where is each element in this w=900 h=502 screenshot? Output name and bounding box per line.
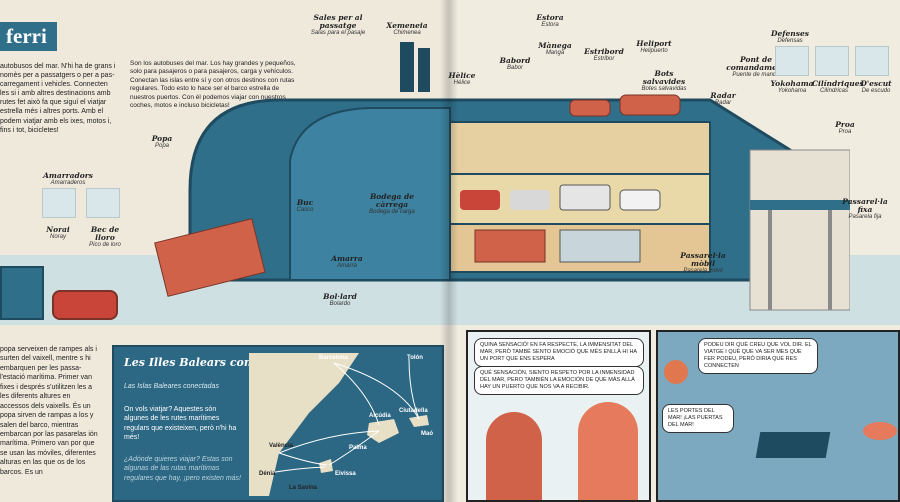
speech-bubble-3: Les portes del mar! ¡Las puertas del mar…: [662, 404, 734, 433]
city-barcelona: Barcelona: [319, 355, 349, 361]
city-ciutadella: Ciutadella: [399, 408, 428, 414]
comic-panel-1: Quina sensació! En fa respecte, la immen…: [466, 330, 651, 502]
norai-icon: [42, 188, 76, 218]
panel-question: On vols viatjar? Aquestes són algunes de…: [124, 406, 237, 442]
city-valencia: València: [269, 443, 294, 449]
comic-panel-2: Podeu dir què creu que vol dir. El Viatg…: [656, 330, 900, 502]
shield-fender-icon: [855, 46, 889, 76]
sea-creature-icon: [863, 422, 897, 440]
ramps-text: popa serveixen de rampes als i surten de…: [0, 346, 98, 476]
speech-bubble-1: Quina sensació! En fa respecte, la immen…: [474, 338, 644, 367]
balears-map: Barcelona Tolón Alcúdia Ciutadella Maó V…: [249, 353, 437, 496]
girl-dark-hair-figure: [486, 412, 542, 500]
city-palma: Palma: [349, 445, 367, 451]
city-eivissa: Eivissa: [335, 471, 356, 477]
balears-panel: Les Illes Balears connectades Las Islas …: [112, 345, 444, 502]
intro-text: autobusos del mar. N'hi ha de grans i no…: [0, 63, 116, 134]
sun-icon: [664, 360, 688, 384]
ferry-at-sea-icon: [755, 432, 831, 458]
yokohama-fender-icon: [775, 46, 809, 76]
city-la-savina: La Savina: [289, 485, 318, 491]
cylinder-fender-icon: [815, 46, 849, 76]
book-gutter: [440, 0, 458, 502]
city-mao: Maó: [421, 431, 433, 437]
ferry-illustration: [154, 42, 850, 311]
truck-icon: [0, 266, 44, 320]
panel-question-es: ¿Adónde quieres viajar? Estas son alguna…: [124, 456, 241, 482]
city-alcudia: Alcúdia: [369, 413, 391, 419]
map-routes: [249, 353, 437, 496]
intro-text-es: Son los autobuses del mar. Los hay grand…: [130, 60, 296, 110]
car-icon: [52, 290, 118, 320]
speech-bubble-1-es: Qué sensación, siento respeto por la inm…: [474, 366, 644, 395]
panel-subtitle: Las Islas Baleares conectadas: [124, 383, 219, 390]
page-title: ferri: [0, 22, 57, 51]
city-tolon: Tolón: [407, 355, 423, 361]
speech-bubble-2: Podeu dir què creu que vol dir. El Viatg…: [698, 338, 818, 374]
bec-de-lloro-icon: [86, 188, 120, 218]
city-denia: Dénia: [259, 471, 276, 477]
girl-red-shirt-figure: [578, 402, 638, 500]
